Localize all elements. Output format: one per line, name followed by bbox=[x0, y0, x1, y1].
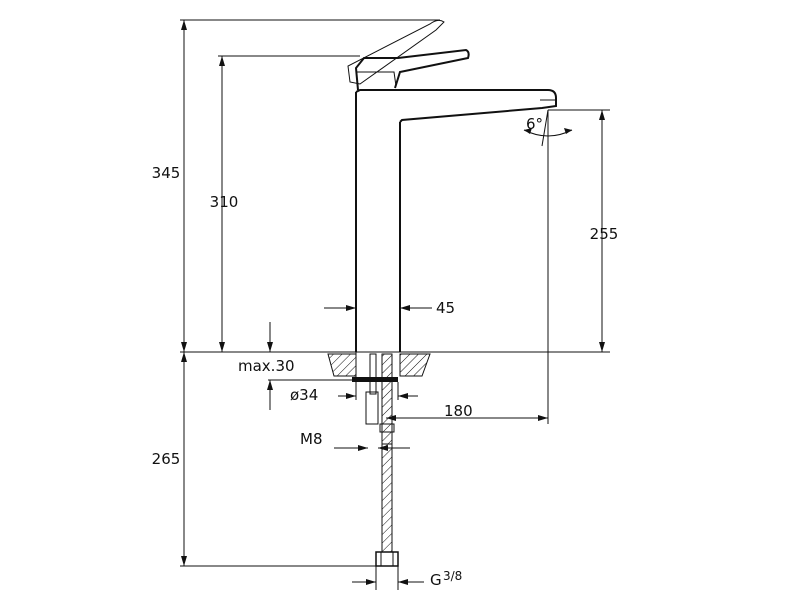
extension-lines bbox=[180, 19, 610, 590]
dimension-310: 310 bbox=[210, 56, 239, 352]
dimension-45: 45 bbox=[324, 299, 455, 317]
angle-label: 6° bbox=[526, 115, 543, 133]
dimension-label-45: 45 bbox=[436, 299, 455, 317]
dimension-label-m8: M8 bbox=[300, 430, 323, 448]
dimension-label-180: 180 bbox=[444, 402, 473, 420]
dimension-max30: max.30 bbox=[238, 322, 295, 410]
dimension-m8: M8 bbox=[300, 430, 410, 451]
dimension-label-g: G bbox=[430, 571, 442, 589]
dimension-34: ø34 bbox=[290, 386, 418, 404]
dimension-label-265: 265 bbox=[152, 450, 181, 468]
dimension-345: 345 bbox=[152, 20, 187, 352]
dimension-label-34: ø34 bbox=[290, 386, 318, 404]
dimension-label-255: 255 bbox=[590, 225, 619, 243]
spout-angle-annotation: 6° bbox=[523, 109, 573, 147]
dimension-265: 265 bbox=[152, 352, 187, 566]
faucet-body bbox=[347, 19, 557, 352]
underside-assembly bbox=[365, 353, 399, 567]
dimension-g38: G 3/8 bbox=[352, 569, 462, 589]
dimension-label-310: 310 bbox=[210, 193, 239, 211]
dimension-255: 255 bbox=[590, 110, 619, 352]
dimension-label-max30: max.30 bbox=[238, 357, 295, 375]
dimension-180: 180 bbox=[386, 402, 548, 421]
dimension-label-g-fraction: 3/8 bbox=[443, 569, 462, 583]
dimension-label-345: 345 bbox=[152, 164, 181, 182]
